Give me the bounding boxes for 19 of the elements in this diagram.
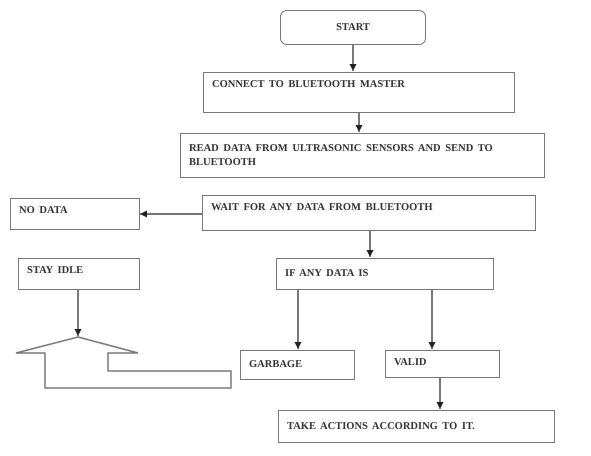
process-box: READ DATA FROM ULTRASONIC SENSORS AND SEND TO BLUETOOTH: [180, 133, 545, 178]
block-arrow: [15, 336, 233, 390]
process-box: STAY IDLE: [18, 258, 140, 290]
process-box: VALID: [385, 350, 500, 378]
terminal-box: START: [280, 10, 426, 45]
process-box: GARBAGE: [240, 350, 355, 380]
arrow: [294, 290, 302, 349]
process-box: TAKE ACTIONS ACCORDING TO IT.: [278, 410, 555, 443]
arrow: [428, 290, 436, 349]
process-box: IF ANY DATA IS: [276, 258, 494, 290]
arrow: [349, 45, 357, 71]
arrow: [74, 290, 82, 336]
process-box: NO DATA: [10, 198, 140, 230]
arrow: [436, 378, 444, 409]
arrow: [140, 210, 202, 218]
arrow: [366, 231, 374, 257]
arrow: [355, 113, 363, 132]
process-box: CONNECT TO BLUETOOTH MASTER: [203, 72, 515, 113]
process-box: WAIT FOR ANY DATA FROM BLUETOOTH: [202, 195, 536, 231]
